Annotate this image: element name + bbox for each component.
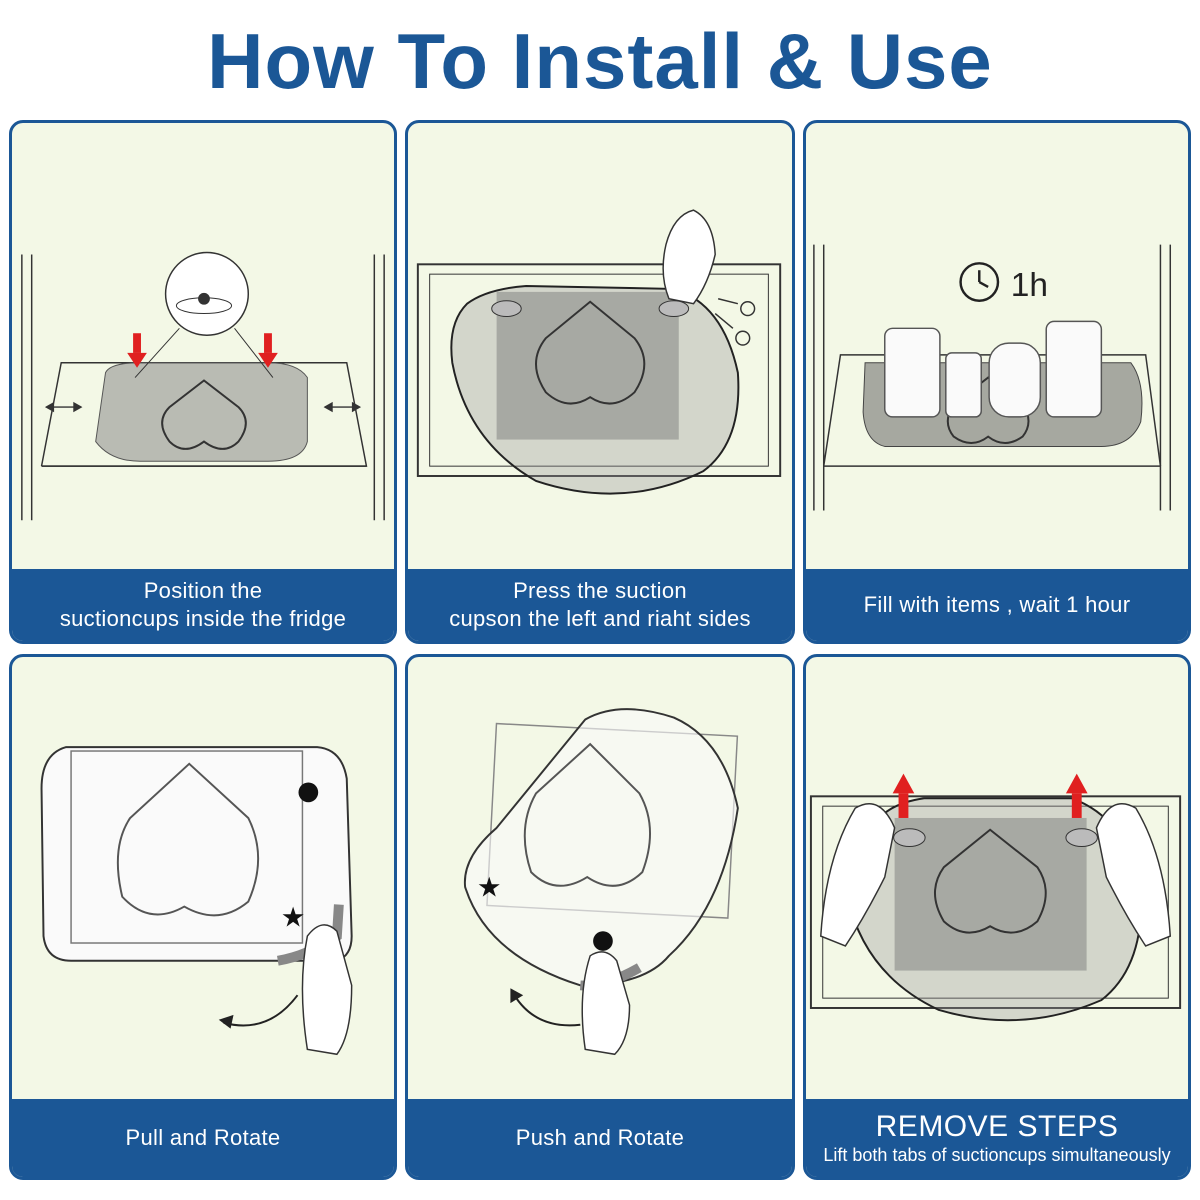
- red-down-arrow-icon: [127, 333, 278, 368]
- step-panel-4: ★ Pull and Rotate: [9, 654, 397, 1180]
- step-2-illustration: [408, 123, 792, 573]
- step-panel-3: 1h Fill with items , wait 1 hour: [803, 120, 1191, 644]
- jars-icon: [884, 320, 1103, 418]
- clock-icon: [959, 262, 1000, 302]
- push-rotate-drawing: ★: [463, 708, 739, 1056]
- step-panel-6: REMOVE STEPS Lift both tabs of suctioncu…: [803, 654, 1191, 1180]
- step-4-caption: Pull and Rotate: [12, 1099, 394, 1177]
- press-suction-drawing: [416, 209, 782, 495]
- step-1-illustration: [12, 123, 394, 573]
- hand-icon: [301, 924, 353, 1056]
- step-6-caption: REMOVE STEPS Lift both tabs of suctioncu…: [806, 1099, 1188, 1177]
- caption-line: cupson the left and riaht sides: [449, 606, 751, 631]
- step-6-illustration: [806, 657, 1188, 1103]
- caption-line: Position the: [143, 578, 263, 603]
- motion-lines-icon: [714, 298, 756, 346]
- step-panel-5: ★ Push and Rotate: [405, 654, 795, 1180]
- step-4-illustration: ★: [12, 657, 394, 1103]
- step-panel-2: Press the suction cupson the left and ri…: [405, 120, 795, 644]
- pull-rotate-drawing: ★: [40, 746, 353, 1056]
- hand-icon: [662, 209, 716, 305]
- step-1-caption: Position the suctioncups inside the frid…: [12, 569, 394, 641]
- step-5-illustration: ★: [408, 657, 792, 1103]
- red-up-arrow-icon: [892, 773, 1088, 818]
- step-panel-1: Position the suctioncups inside the frid…: [9, 120, 397, 644]
- double-arrow-icon: [44, 401, 362, 413]
- page-title: How To Install & Use: [207, 17, 993, 105]
- step-5-caption: Push and Rotate: [408, 1099, 792, 1177]
- curved-arrow-icon: [223, 994, 299, 1027]
- caption-line: Pull and Rotate: [125, 1125, 281, 1150]
- step-3-illustration: 1h: [806, 123, 1188, 573]
- caption-line: suctioncups inside the fridge: [59, 606, 347, 631]
- step-2-caption: Press the suction cupson the left and ri…: [408, 569, 792, 641]
- star-icon: ★: [477, 872, 502, 904]
- caption-line: Press the suction: [513, 578, 687, 603]
- caption-line: Fill with items , wait 1 hour: [863, 592, 1131, 617]
- caption-line: Push and Rotate: [515, 1125, 685, 1150]
- dot-icon: [298, 782, 319, 803]
- fridge-shelf-drawing: [21, 251, 385, 521]
- hand-icon: [819, 803, 1172, 947]
- timer-label: 1h: [1011, 267, 1048, 304]
- hand-icon: [581, 951, 631, 1056]
- caption-line: Lift both tabs of suctioncups simultaneo…: [823, 1145, 1171, 1165]
- curved-arrow-icon: [513, 994, 581, 1027]
- dot-icon: [593, 931, 613, 951]
- caption-heading: REMOVE STEPS: [875, 1110, 1119, 1143]
- remove-steps-drawing: [809, 773, 1182, 1022]
- filled-shelf-drawing: 1h: [813, 244, 1172, 511]
- step-3-caption: Fill with items , wait 1 hour: [806, 569, 1188, 641]
- star-icon: ★: [281, 901, 306, 933]
